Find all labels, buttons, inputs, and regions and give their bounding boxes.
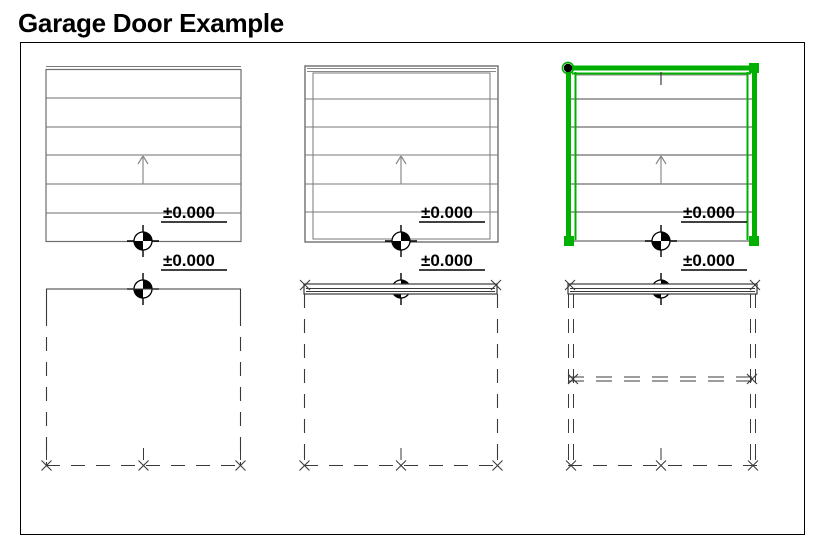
drawing-frame (20, 42, 805, 535)
page-title: Garage Door Example (18, 8, 284, 38)
